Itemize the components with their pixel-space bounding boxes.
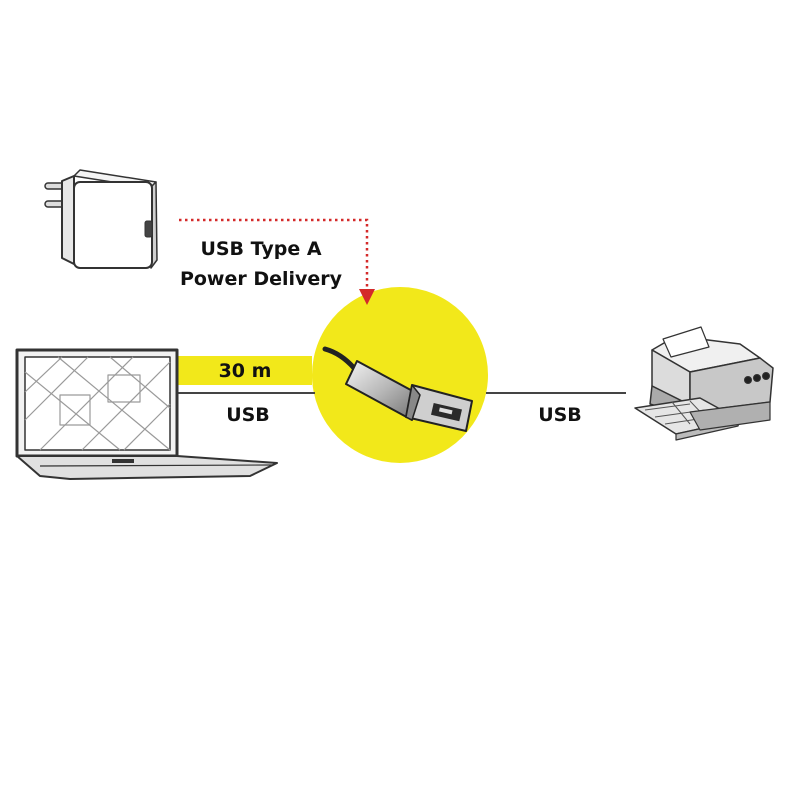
extender-icon [322, 346, 473, 432]
laptop-icon [15, 348, 278, 480]
charger-icon [44, 169, 158, 269]
usb-label-left: USB [226, 404, 270, 426]
power-label-line2: Power Delivery [179, 268, 343, 290]
power-label-line1: USB Type A [200, 238, 322, 260]
printer-icon [634, 326, 774, 441]
power-arrow [179, 218, 375, 305]
power-delivery-label: USB Type A Power Delivery [165, 234, 357, 294]
highlight-circle [312, 287, 488, 463]
usb-label-right: USB [538, 404, 582, 426]
length-bar [178, 356, 312, 385]
cable-length-label: 30 m [218, 360, 272, 382]
